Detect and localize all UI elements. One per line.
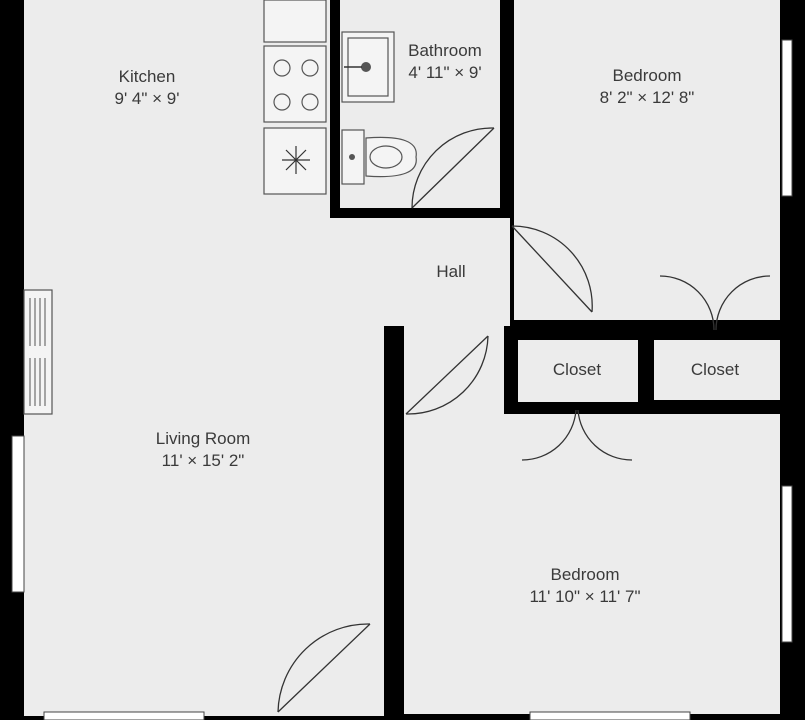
bathroom-name: Bathroom bbox=[408, 41, 482, 60]
bedroom-2-floor bbox=[404, 414, 780, 714]
window-icon bbox=[781, 485, 793, 643]
toilet-icon bbox=[341, 129, 417, 185]
door-icon bbox=[521, 409, 633, 461]
living-room-dims: 11' × 15' 2" bbox=[162, 451, 245, 470]
window-icon bbox=[781, 39, 793, 197]
door-icon bbox=[277, 623, 371, 713]
living-room-floor bbox=[24, 326, 384, 716]
window-icon bbox=[11, 435, 25, 593]
fridge-icon bbox=[263, 127, 327, 195]
living-room-name: Living Room bbox=[156, 429, 251, 448]
stove-icon bbox=[263, 45, 327, 123]
door-icon bbox=[659, 275, 771, 331]
kitchen-dims: 9' 4" × 9' bbox=[115, 89, 180, 108]
bedroom-2-name: Bedroom bbox=[551, 565, 620, 584]
kitchen-name: Kitchen bbox=[119, 67, 176, 86]
closet-2-name: Closet bbox=[691, 360, 739, 379]
counter bbox=[263, 0, 327, 43]
sink-icon bbox=[341, 31, 395, 103]
door-icon bbox=[511, 225, 593, 313]
bathroom-dims: 4' 11" × 9' bbox=[408, 63, 481, 82]
bedroom-1-name: Bedroom bbox=[613, 66, 682, 85]
bedroom-1-dims: 8' 2" × 12' 8" bbox=[600, 88, 695, 107]
hall-name: Hall bbox=[436, 262, 465, 281]
door-icon bbox=[405, 335, 489, 415]
closet-1-floor bbox=[518, 340, 638, 402]
window-icon bbox=[529, 711, 691, 720]
closet-2-floor bbox=[654, 340, 780, 400]
bedroom-1-floor bbox=[514, 0, 780, 320]
window-icon bbox=[43, 711, 205, 720]
radiator-icon bbox=[23, 289, 53, 415]
door-icon bbox=[411, 127, 495, 209]
hall-floor bbox=[328, 218, 510, 326]
closet-1-name: Closet bbox=[553, 360, 601, 379]
bedroom-2-dims: 11' 10" × 11' 7" bbox=[529, 587, 640, 606]
